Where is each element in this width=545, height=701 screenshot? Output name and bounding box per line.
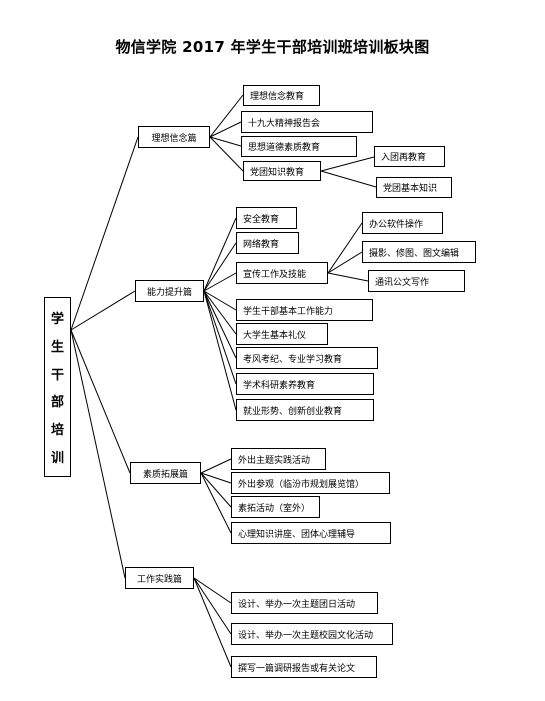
section-quality: 素质拓展篇 — [130, 462, 201, 484]
connector-s4-item-3 — [193, 577, 232, 668]
connector-s2-item-1 — [203, 217, 237, 292]
connector-s2-item-4 — [203, 290, 237, 311]
connector-root-section-3 — [70, 329, 131, 474]
connector-root-section-4 — [70, 329, 126, 579]
connector-s1-item-4 — [209, 136, 244, 172]
ability-item: 宣传工作及技能 — [236, 262, 328, 284]
quality-item: 素拓活动（室外） — [231, 496, 320, 518]
section-ability: 能力提升篇 — [135, 280, 204, 302]
ideals-item: 党团知识教育 — [243, 161, 321, 181]
connector-s1-sub-2 — [320, 170, 377, 188]
connector-s1-sub-1 — [320, 156, 375, 172]
ability-item: 学生干部基本工作能力 — [236, 299, 373, 321]
connector-s3-item-3 — [200, 472, 232, 508]
connector-s2-item-7 — [203, 290, 237, 385]
section-practice: 工作实践篇 — [125, 567, 194, 589]
connector-s2-item-6 — [203, 290, 237, 359]
ability-item: 网络教育 — [236, 232, 299, 254]
connector-s2-sub-3 — [327, 272, 369, 282]
practice-item: 撰写一篇调研报告或有关论文 — [231, 656, 377, 678]
root-char: 干 — [50, 367, 64, 383]
connector-s4-item-1 — [193, 577, 232, 604]
ability-subitem: 通讯公文写作 — [368, 270, 465, 292]
practice-item: 设计、举办一次主题校园文化活动 — [231, 623, 393, 645]
ideals-subitem: 入团再教育 — [374, 146, 445, 167]
connector-s2-item-8 — [203, 290, 237, 411]
ability-subitem: 摄影、修图、图文编辑 — [362, 241, 476, 263]
diagram-title: 物信学院 2017 年学生干部培训班培训板块图 — [115, 38, 430, 56]
connector-s3-item-2 — [200, 472, 232, 484]
connector-root-section-2 — [70, 290, 136, 331]
ability-subitem: 办公软件操作 — [362, 212, 443, 234]
quality-item: 心理知识讲座、团体心理辅导 — [231, 522, 391, 544]
root-char: 生 — [50, 339, 64, 355]
connector-s3-item-1 — [200, 458, 232, 474]
root-char: 培 — [50, 422, 64, 438]
connector-s2-item-2 — [203, 242, 237, 292]
ideals-item: 十九大精神报告会 — [241, 111, 373, 133]
practice-item: 设计、举办一次主题团日活动 — [231, 592, 378, 614]
ability-item: 安全教育 — [236, 207, 297, 229]
ability-item: 大学生基本礼仪 — [236, 323, 328, 345]
root-char: 训 — [50, 450, 64, 466]
connector-s3-item-4 — [200, 472, 232, 534]
connector-s1-item-1 — [209, 94, 244, 138]
connector-s2-item-3 — [203, 272, 237, 292]
ideals-item: 思想道德素质教育 — [241, 136, 357, 157]
ideals-item: 理想信念教育 — [243, 85, 320, 106]
connector-root-section-1 — [70, 136, 139, 331]
root-char: 学 — [50, 312, 64, 328]
ideals-subitem: 党团基本知识 — [376, 177, 452, 198]
root-node: 学 生 干 部 培 训 — [44, 297, 71, 477]
quality-item: 外出参观（临汾市规划展览馆） — [231, 472, 390, 494]
connector-s2-sub-2 — [327, 251, 363, 274]
quality-item: 外出主题实践活动 — [231, 448, 326, 470]
connector-s4-item-2 — [193, 577, 232, 635]
ability-item: 考风考纪、专业学习教育 — [236, 347, 378, 369]
ability-item: 就业形势、创新创业教育 — [236, 399, 374, 421]
root-char: 部 — [50, 395, 64, 411]
section-ideals: 理想信念篇 — [138, 126, 210, 148]
connector-s2-item-5 — [203, 290, 237, 335]
ability-item: 学术科研素养教育 — [236, 373, 374, 395]
connector-s1-item-2 — [209, 121, 242, 138]
connector-s2-sub-1 — [327, 222, 363, 274]
connector-s1-item-3 — [209, 136, 242, 147]
